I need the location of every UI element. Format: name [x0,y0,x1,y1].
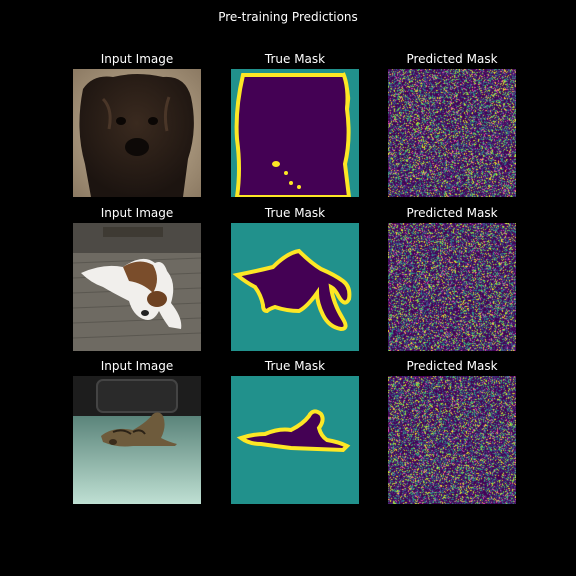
cat-photo-3 [73,376,201,504]
predicted-mask-title-2: Predicted Mask [406,206,498,220]
true-mask-3 [231,376,359,504]
predicted-mask-title-1: Predicted Mask [406,52,498,66]
figure-title: Pre-training Predictions [218,10,358,24]
predicted-mask-1 [388,69,516,197]
true-mask-title-3: True Mask [264,359,326,373]
predicted-mask-canvas-1 [388,69,516,197]
predicted-mask-3 [388,376,516,504]
true-mask-svg-2 [231,223,359,351]
input-image-3 [73,376,201,504]
true-mask-svg-1 [231,69,359,197]
true-mask-1 [231,69,359,197]
input-image-2 [73,223,201,351]
true-mask-2 [231,223,359,351]
input-image-1 [73,69,201,197]
predicted-mask-canvas-3 [388,376,516,504]
predicted-mask-canvas-2 [388,223,516,351]
input-image-title-1: Input Image [100,52,174,66]
predicted-mask-title-3: Predicted Mask [406,359,498,373]
input-image-title-2: Input Image [100,206,174,220]
true-mask-svg-3 [231,376,359,504]
dog-photo-1 [73,69,201,197]
predicted-mask-2 [388,223,516,351]
true-mask-title-1: True Mask [264,52,326,66]
input-image-title-3: Input Image [100,359,174,373]
dog-photo-2 [73,223,201,351]
true-mask-title-2: True Mask [264,206,326,220]
